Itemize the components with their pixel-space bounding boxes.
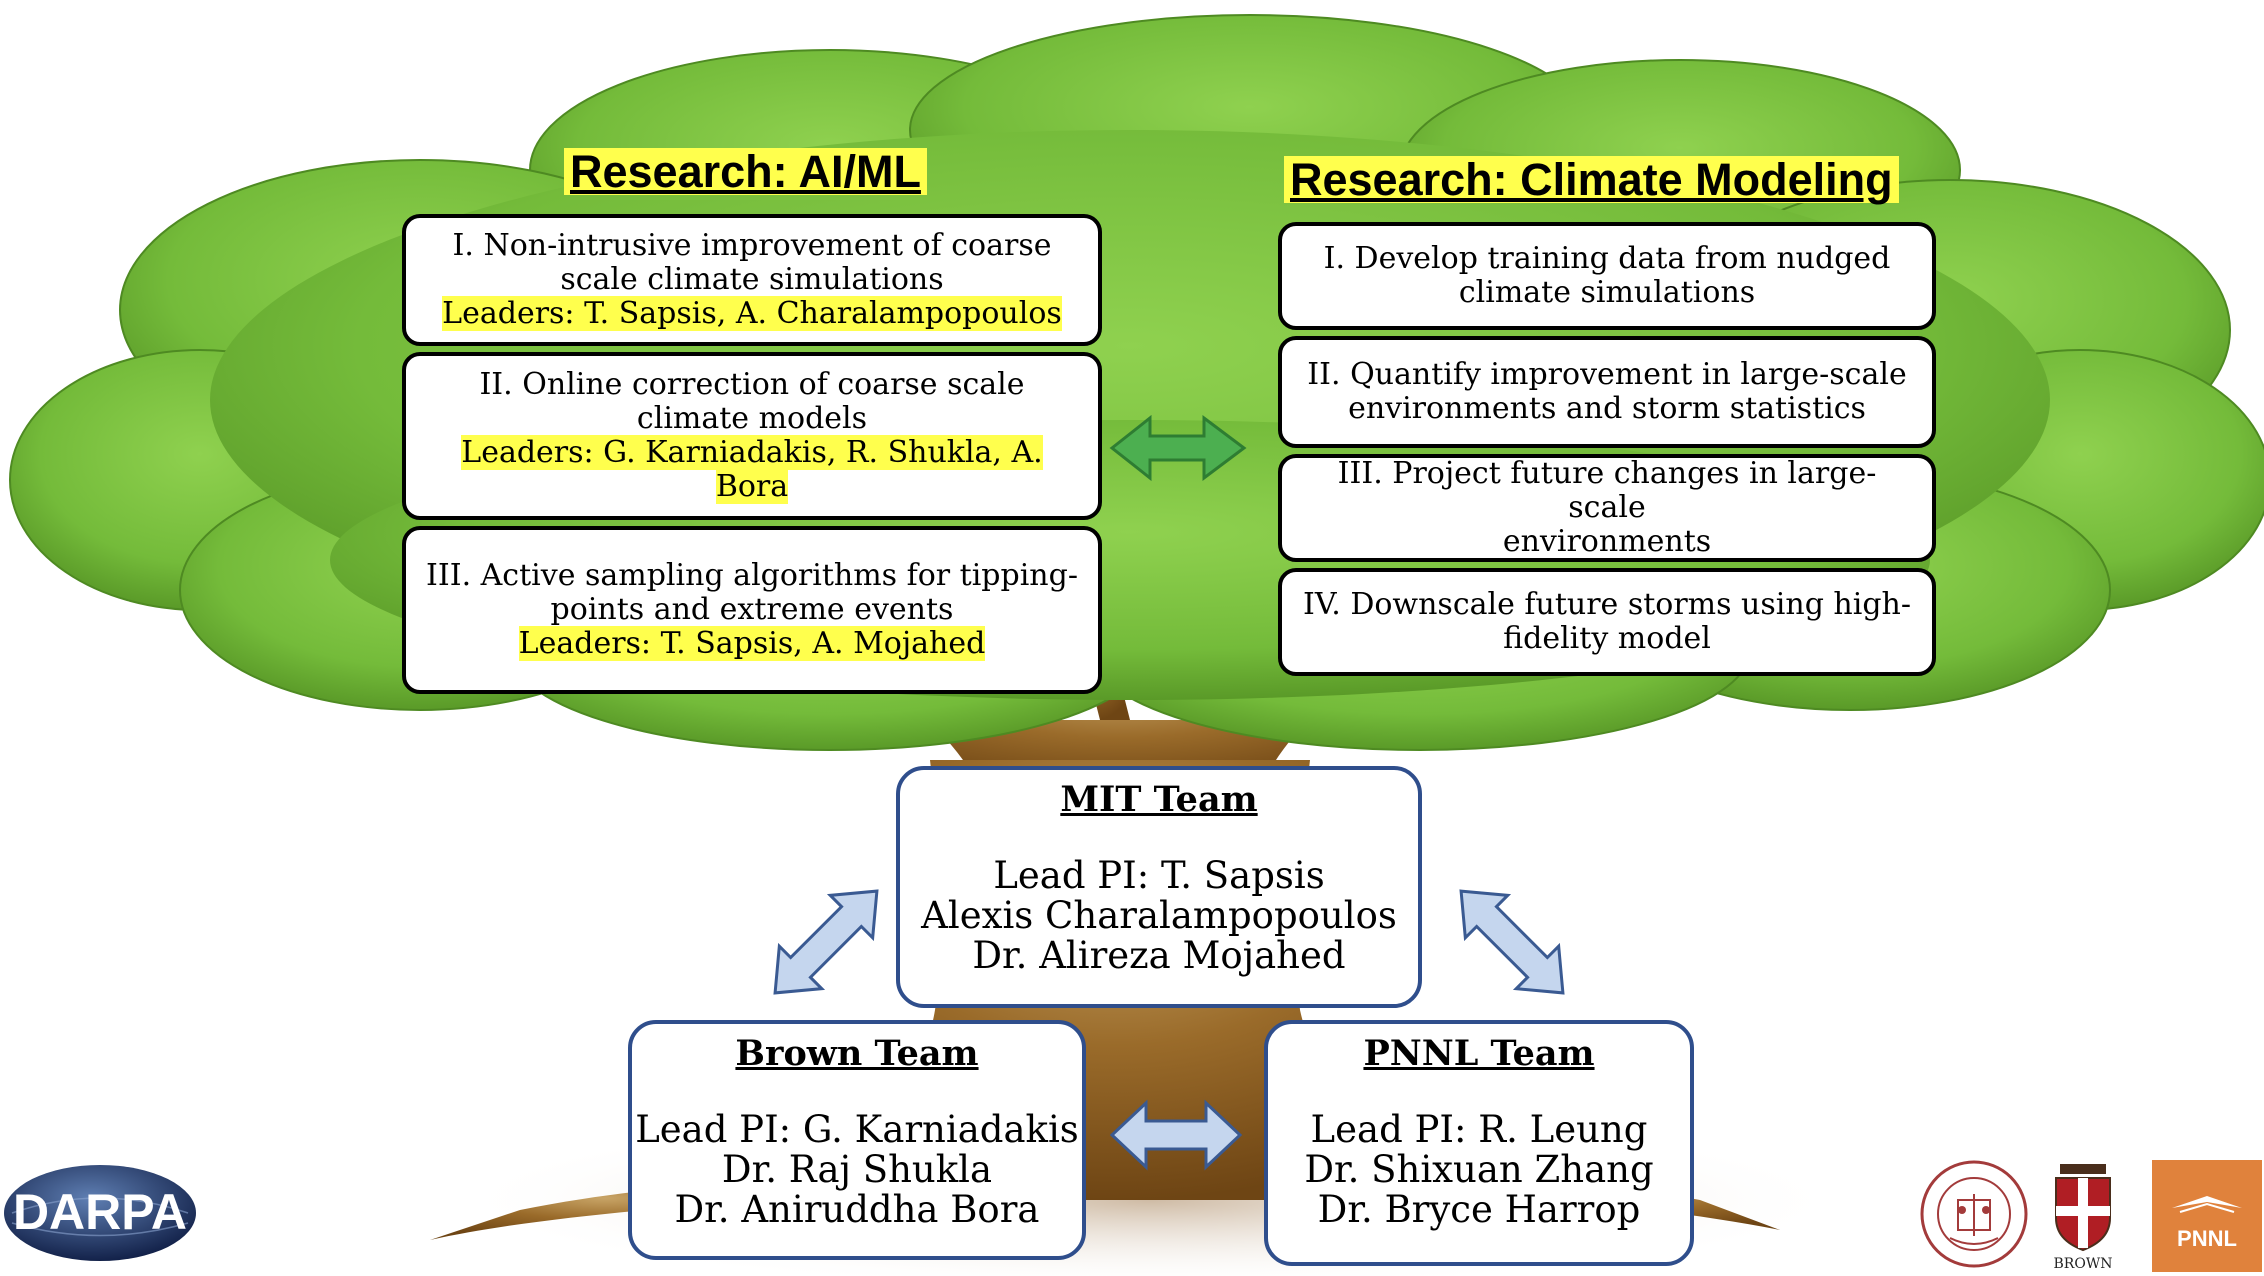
brown-logo-text: BROWN: [2054, 1256, 2113, 1272]
item-text: I. Non-intrusive improvement of coarse: [452, 228, 1052, 263]
team-member: Dr. Bryce Harrop: [1317, 1188, 1641, 1231]
climate-item-4: IV. Downscale future storms using high- …: [1278, 568, 1936, 676]
pnnl-logo-mark: PNNL: [2172, 1196, 2242, 1251]
pnnl-logo: PNNL: [2152, 1160, 2262, 1272]
green-double-arrow: [1109, 414, 1247, 482]
brown-team-box: Brown Team Lead PI: G. Karniadakis Dr. R…: [628, 1020, 1086, 1260]
team-member: Lead PI: G. Karniadakis: [635, 1108, 1079, 1151]
item-leaders: Leaders: T. Sapsis, A. Charalampopoulos: [442, 296, 1062, 331]
item-text: II. Quantify improvement in large-scale: [1307, 357, 1907, 392]
item-text: III. Project future changes in large-sca…: [1337, 456, 1877, 525]
team-member: Lead PI: T. Sapsis: [993, 854, 1325, 897]
ai-ml-item-3: III. Active sampling algorithms for tipp…: [402, 526, 1102, 694]
team-title: MIT Team: [1060, 779, 1258, 820]
item-text: points and extreme events: [550, 592, 954, 627]
ai-ml-item-2: II. Online correction of coarse scale cl…: [402, 352, 1102, 520]
team-member: Dr. Alireza Mojahed: [972, 934, 1346, 977]
team-member: Alexis Charalampopoulos: [921, 894, 1397, 937]
team-member: Dr. Aniruddha Bora: [674, 1188, 1040, 1231]
item-text: climate models: [636, 401, 868, 436]
item-text: IV. Downscale future storms using high-: [1302, 587, 1912, 622]
brown-logo: BROWN: [2054, 1164, 2113, 1272]
team-member: Dr. Raj Shukla: [721, 1148, 993, 1191]
item-leaders: Leaders: G. Karniadakis, R. Shukla, A. B…: [461, 435, 1043, 504]
team-member: Lead PI: R. Leung: [1310, 1108, 1648, 1151]
climate-item-2: II. Quantify improvement in large-scale …: [1278, 336, 1936, 448]
team-title: Brown Team: [735, 1033, 979, 1074]
item-text: II. Online correction of coarse scale: [479, 367, 1025, 402]
item-text: I. Develop training data from nudged: [1323, 241, 1891, 276]
ai-ml-heading: Research: AI/ML: [564, 148, 927, 195]
arrow-brown-pnnl: [1109, 1099, 1243, 1171]
mit-seal-logo: [1920, 1160, 2028, 1268]
arrow-mit-pnnl: [1459, 889, 1565, 995]
item-text: environments and storm statistics: [1348, 391, 1866, 426]
item-leaders: Leaders: T. Sapsis, A. Mojahed: [518, 626, 986, 661]
pnnl-team-box: PNNL Team Lead PI: R. Leung Dr. Shixuan …: [1264, 1020, 1694, 1266]
climate-modeling-heading: Research: Climate Modeling: [1284, 156, 1899, 203]
climate-item-3: III. Project future changes in large-sca…: [1278, 454, 1936, 562]
arrow-mit-brown: [773, 889, 879, 995]
item-text: climate simulations: [1458, 275, 1756, 310]
item-text: III. Active sampling algorithms for tipp…: [426, 558, 1078, 593]
team-title: PNNL Team: [1363, 1033, 1595, 1074]
pnnl-logo-text: PNNL: [2177, 1226, 2237, 1251]
item-text: scale climate simulations: [560, 262, 944, 297]
darpa-logo: DARPA: [4, 1165, 196, 1261]
item-text: fidelity model: [1503, 621, 1711, 656]
mit-team-box: MIT Team Lead PI: T. Sapsis Alexis Chara…: [896, 766, 1422, 1008]
climate-item-1: I. Develop training data from nudged cli…: [1278, 222, 1936, 330]
darpa-logo-text: DARPA: [13, 1184, 187, 1240]
ai-ml-item-1: I. Non-intrusive improvement of coarse s…: [402, 214, 1102, 346]
item-text: environments: [1502, 524, 1712, 559]
team-member: Dr. Shixuan Zhang: [1304, 1148, 1654, 1191]
